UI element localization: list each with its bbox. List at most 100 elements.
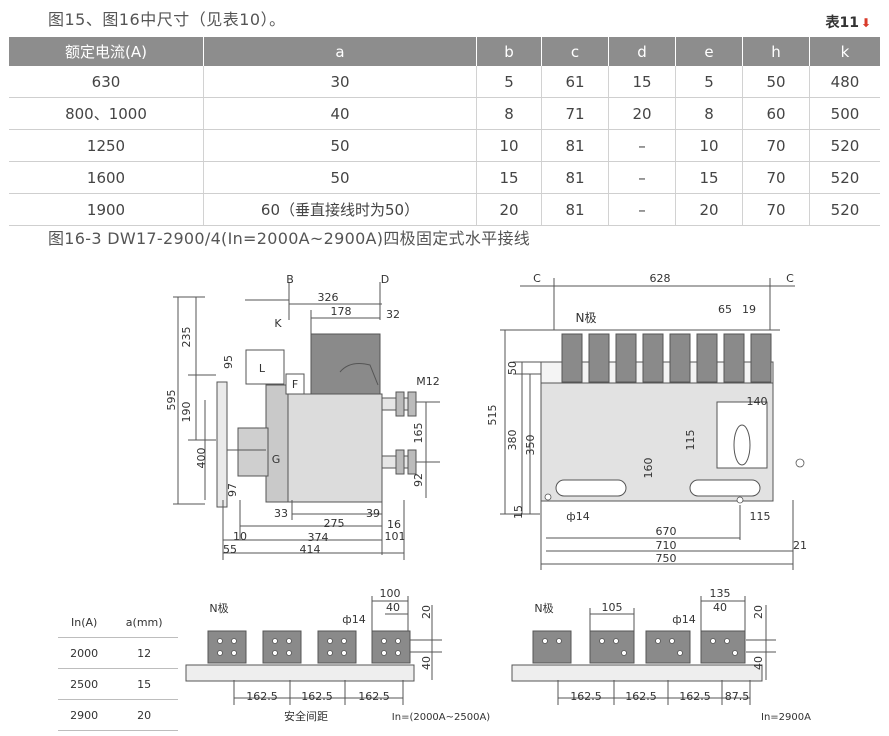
br-dim-40: 40 bbox=[713, 601, 727, 614]
table-cell: – bbox=[608, 193, 676, 226]
current-table-cell: 2000 bbox=[58, 637, 111, 669]
dim-414: 414 bbox=[300, 543, 321, 556]
table-cell: 81 bbox=[541, 161, 609, 194]
label-g: G bbox=[272, 453, 281, 466]
table-cell: 8 bbox=[675, 97, 743, 130]
dim-178: 178 bbox=[331, 305, 352, 318]
table-cell: 1900 bbox=[9, 193, 204, 226]
side-view bbox=[173, 282, 440, 560]
br-dim-135: 135 bbox=[710, 587, 731, 600]
dim-55: 55 bbox=[223, 543, 237, 556]
dim-275: 275 bbox=[324, 517, 345, 530]
table-cell: 61 bbox=[541, 66, 609, 98]
dim-235: 235 bbox=[180, 327, 193, 348]
table-cell: 15 bbox=[675, 161, 743, 194]
table-cell: 50 bbox=[203, 161, 477, 194]
table-cell: 81 bbox=[541, 193, 609, 226]
bl-dim-100: 100 bbox=[380, 587, 401, 600]
dim-65: 65 bbox=[718, 303, 732, 316]
table-cell: 520 bbox=[809, 161, 880, 194]
header-cell: c bbox=[541, 37, 609, 66]
label-d: D bbox=[381, 273, 389, 286]
technical-drawing: B D K L F G M12 326 178 32 235 95 595 19… bbox=[165, 272, 811, 723]
table-cell: 8 bbox=[476, 97, 542, 130]
busbar-left bbox=[185, 596, 442, 705]
table-cell: 70 bbox=[742, 161, 810, 194]
table-cell: – bbox=[608, 161, 676, 194]
header-cell: a bbox=[203, 37, 477, 66]
table-cell: 30 bbox=[203, 66, 477, 98]
header-cell: 额定电流(A) bbox=[9, 37, 204, 66]
bl-n-pole: N极 bbox=[209, 601, 228, 615]
bl-dim-40b: 40 bbox=[420, 656, 433, 670]
header-cell: e bbox=[675, 37, 743, 66]
label-m12: M12 bbox=[416, 375, 440, 388]
bl-dim-phi14: ф14 bbox=[342, 613, 365, 626]
table-cell: 81 bbox=[541, 129, 609, 162]
table-cell: 20 bbox=[608, 97, 676, 130]
dim-15: 15 bbox=[512, 505, 525, 519]
dim-16: 16 bbox=[387, 518, 401, 531]
br-dim-20: 20 bbox=[752, 605, 765, 619]
current-table-cell: 2900 bbox=[58, 699, 111, 731]
dim-21: 21 bbox=[793, 539, 807, 552]
dim-628: 628 bbox=[650, 272, 671, 285]
dim-750: 750 bbox=[656, 552, 677, 565]
dim-92: 92 bbox=[412, 473, 425, 487]
label-b: B bbox=[286, 273, 294, 286]
current-table-cell: 2500 bbox=[58, 668, 111, 700]
current-header-cell: In(A) bbox=[58, 607, 111, 638]
dim-33: 33 bbox=[274, 507, 288, 520]
table-cell: 500 bbox=[809, 97, 880, 130]
table-cell: – bbox=[608, 129, 676, 162]
bookmark-icon: ⬇ bbox=[860, 16, 871, 30]
dim-39: 39 bbox=[366, 507, 380, 520]
current-table-header: In(A) a(mm) bbox=[58, 607, 178, 638]
dim-515: 515 bbox=[486, 405, 499, 426]
table-cell: 480 bbox=[809, 66, 880, 98]
figure-caption: 图16-3 DW17-2900/4(In=2000A~2900A)四极固定式水平… bbox=[48, 229, 531, 248]
table-cell: 15 bbox=[476, 161, 542, 194]
dim-374: 374 bbox=[308, 531, 329, 544]
dim-350: 350 bbox=[524, 435, 537, 456]
table-cell: 5 bbox=[476, 66, 542, 98]
br-dim-40b: 40 bbox=[752, 656, 765, 670]
header-cell: h bbox=[742, 37, 810, 66]
dim-10: 10 bbox=[233, 530, 247, 543]
dim-326: 326 bbox=[318, 291, 339, 304]
table-cell: 20 bbox=[675, 193, 743, 226]
dim-160: 160 bbox=[642, 458, 655, 479]
header-cell: k bbox=[809, 37, 880, 66]
current-table-cell: 12 bbox=[110, 637, 178, 669]
dim-710: 710 bbox=[656, 539, 677, 552]
table-cell: 10 bbox=[675, 129, 743, 162]
table-cell: 20 bbox=[476, 193, 542, 226]
dim-595: 595 bbox=[165, 390, 178, 411]
table-cell: 5 bbox=[675, 66, 743, 98]
table-cell: 40 bbox=[203, 97, 477, 130]
br-dim-162-c: 162.5 bbox=[679, 690, 711, 703]
br-dim-162-a: 162.5 bbox=[570, 690, 602, 703]
dim-190: 190 bbox=[180, 402, 193, 423]
table-cell: 520 bbox=[809, 193, 880, 226]
header-cell: b bbox=[476, 37, 542, 66]
dim-101: 101 bbox=[385, 530, 406, 543]
label-c-right: C bbox=[786, 272, 794, 285]
label-c-left: C bbox=[533, 272, 541, 285]
br-dim-87: 87.5 bbox=[725, 690, 750, 703]
table-ref: 表11⬇ bbox=[825, 12, 871, 32]
dim-19: 19 bbox=[742, 303, 756, 316]
bolt-holes bbox=[217, 458, 805, 656]
header-cell: d bbox=[608, 37, 676, 66]
table-cell: 630 bbox=[9, 66, 204, 98]
bl-dim-20: 20 bbox=[420, 605, 433, 619]
label-k: K bbox=[274, 317, 282, 330]
dim-140: 140 bbox=[747, 395, 768, 408]
bl-dim-162-b: 162.5 bbox=[301, 690, 333, 703]
